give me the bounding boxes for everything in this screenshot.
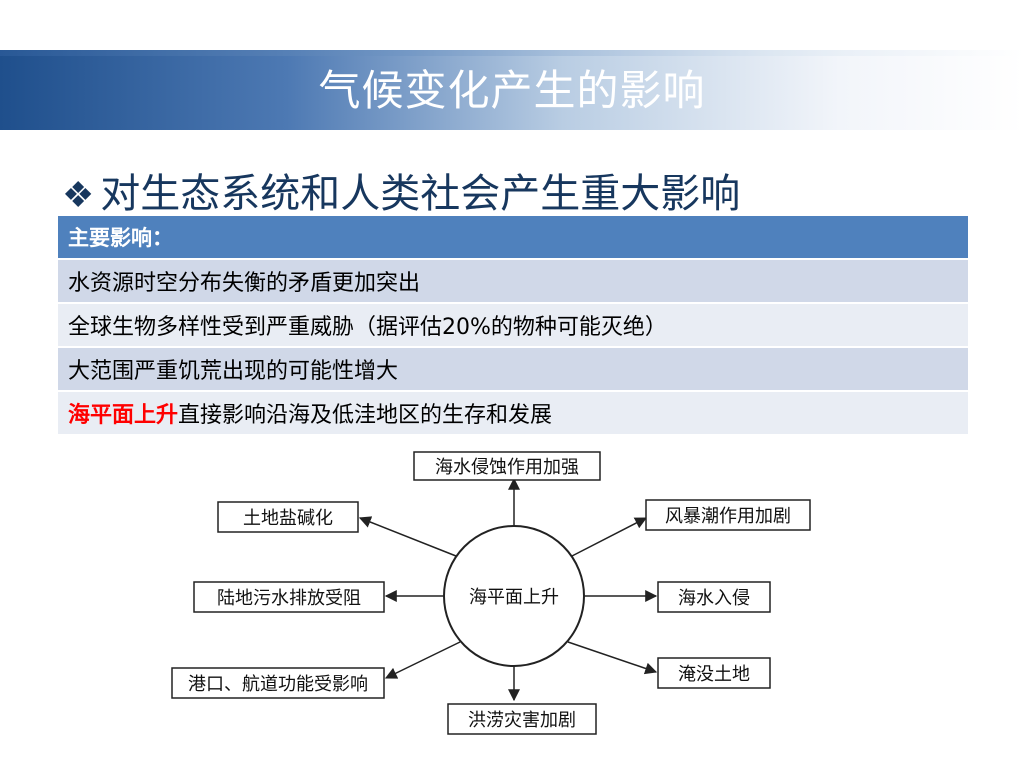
row-text: 大范围严重饥荒出现的可能性增大 [68, 359, 399, 384]
table-header-cell: 主要影响： [58, 216, 968, 260]
diamond-bullet-icon: ❖ [62, 175, 95, 216]
table-header-row: 主要影响： [58, 216, 968, 260]
node-right: 海水入侵 [678, 588, 750, 609]
node-upper-right: 风暴潮作用加剧 [665, 506, 791, 527]
node-left: 陆地污水排放受阻 [217, 588, 361, 609]
title-bar [0, 50, 1024, 130]
row-text: 全球生物多样性受到严重威胁（据评估20%的物种可能灭绝） [68, 315, 667, 340]
row-text: 直接影响沿海及低洼地区的生存和发展 [178, 403, 553, 428]
table-cell: 海平面上升直接影响沿海及低洼地区的生存和发展 [58, 391, 968, 436]
bullet-heading: ❖对生态系统和人类社会产生重大影响 [62, 166, 740, 222]
node-lower-right-box [657, 657, 771, 689]
table-cell: 大范围严重饥荒出现的可能性增大 [58, 347, 968, 392]
arrow-lower-left [384, 641, 461, 679]
node-right-box [657, 581, 771, 613]
node-upper-right-box [645, 499, 811, 531]
node-lower-left: 港口、航道功能受影响 [188, 674, 368, 695]
node-bottom-box [447, 703, 597, 735]
title-bar-accent [0, 50, 1024, 56]
center-label: 海平面上升 [469, 587, 559, 608]
node-top: 海水侵蚀作用加强 [435, 457, 579, 478]
node-left-box [193, 581, 385, 613]
table-row: 水资源时空分布失衡的矛盾更加突出 [58, 259, 968, 304]
table-cell: 水资源时空分布失衡的矛盾更加突出 [58, 259, 968, 304]
table-row: 全球生物多样性受到严重威胁（据评估20%的物种可能灭绝） [58, 303, 968, 348]
table-row: 大范围严重饥荒出现的可能性增大 [58, 347, 968, 392]
effects-table: 主要影响： 水资源时空分布失衡的矛盾更加突出 全球生物多样性受到严重威胁（据评估… [58, 216, 968, 436]
node-bottom: 洪涝灾害加剧 [468, 710, 576, 731]
diagram-svg: 海平面上升 海水侵蚀作用加强 土地盐碱化 风暴潮作用加剧 陆地污水排放受阻 海水… [171, 451, 811, 735]
node-lower-right: 淹没土地 [678, 664, 750, 685]
table-cell: 全球生物多样性受到严重威胁（据评估20%的物种可能灭绝） [58, 303, 968, 348]
table-row: 海平面上升直接影响沿海及低洼地区的生存和发展 [58, 391, 968, 436]
page-title: 气候变化产生的影响 [318, 66, 706, 115]
node-upper-left-box [217, 501, 359, 533]
node-upper-left: 土地盐碱化 [243, 508, 333, 529]
sea-level-diagram: 海平面上升 海水侵蚀作用加强 土地盐碱化 风暴潮作用加剧 陆地污水排放受阻 海水… [168, 446, 856, 742]
arrow-upper-right [571, 517, 648, 557]
node-lower-left-box [171, 667, 385, 699]
bullet-heading-text: 对生态系统和人类社会产生重大影响 [100, 171, 741, 217]
arrow-upper-left [358, 516, 457, 557]
row-highlight: 海平面上升 [68, 403, 179, 428]
row-text: 水资源时空分布失衡的矛盾更加突出 [68, 271, 421, 296]
arrow-lower-right [567, 641, 658, 675]
node-top-box [413, 451, 601, 481]
